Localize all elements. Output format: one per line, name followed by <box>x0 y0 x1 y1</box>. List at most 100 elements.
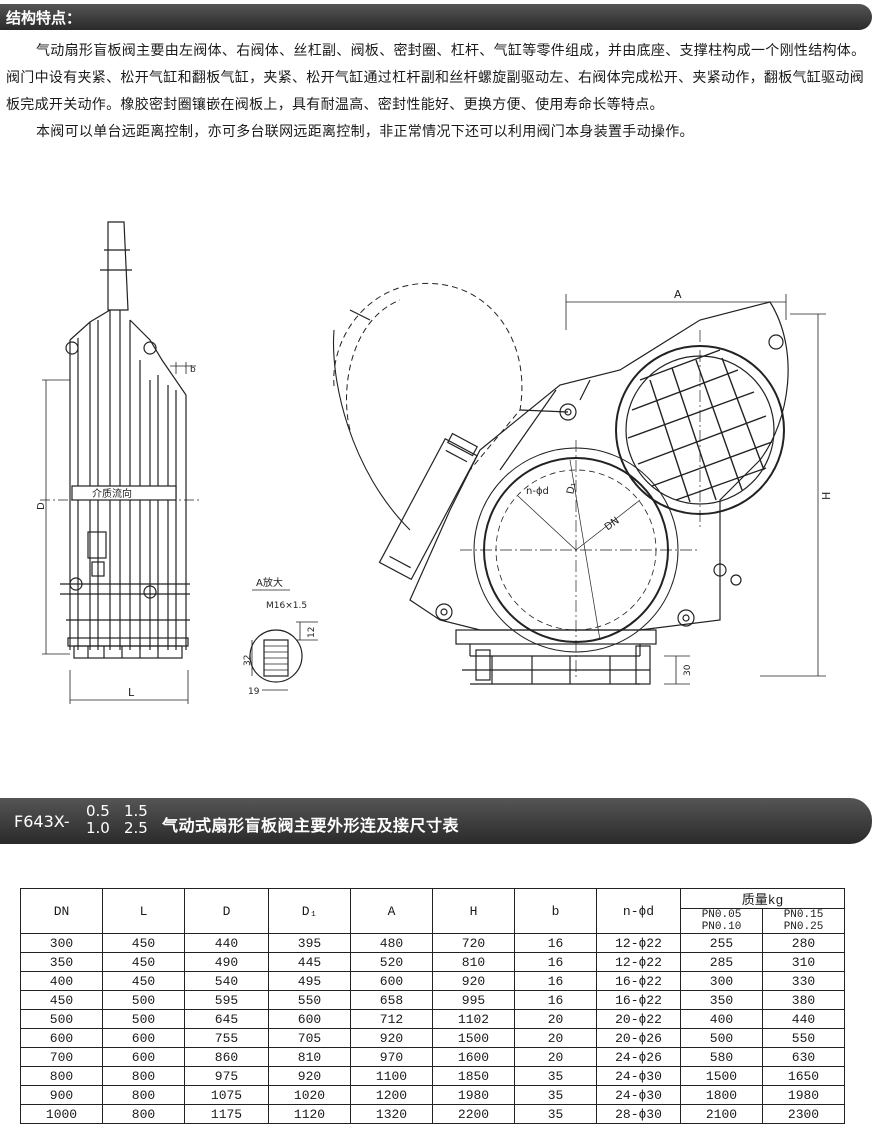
table-cell: 1650 <box>762 1066 845 1086</box>
dim-32: 32 <box>243 655 253 666</box>
header-a: A <box>350 888 433 934</box>
table-cell: 350 <box>20 952 103 972</box>
table-cell: 500 <box>680 1028 763 1048</box>
dimension-table: DN L D D₁ A H b n-ϕd 质量kg PN0.05 PN0.10 … <box>20 888 845 1124</box>
table-cell: 1600 <box>432 1047 515 1067</box>
table-cell: 2200 <box>432 1104 515 1124</box>
table-cell: 1200 <box>350 1085 433 1105</box>
table-cell: 1120 <box>268 1104 351 1124</box>
table-cell: 600 <box>102 1028 185 1048</box>
table-cell: 450 <box>102 952 185 972</box>
header-dn: DN <box>20 888 103 934</box>
table-cell: 20-ϕ26 <box>596 1028 681 1048</box>
table-cell: 970 <box>350 1047 433 1067</box>
table-cell: 712 <box>350 1009 433 1029</box>
table-cell: 450 <box>102 933 185 953</box>
detail-a-label: A放大 <box>256 576 283 589</box>
table-cell: 285 <box>680 952 763 972</box>
flow-direction-label: 介质流向 <box>92 487 132 500</box>
table-cell: 395 <box>268 933 351 953</box>
pressure-class-4: 2.5 <box>124 819 148 837</box>
table-cell: 16-ϕ22 <box>596 990 681 1010</box>
table-cell: 400 <box>680 1009 763 1029</box>
table-cell: 445 <box>268 952 351 972</box>
table-cell: 24-ϕ30 <box>596 1085 681 1105</box>
table-cell: 995 <box>432 990 515 1010</box>
dim-A: A <box>674 288 682 301</box>
table-cell: 16-ϕ22 <box>596 971 681 991</box>
table-cell: 440 <box>762 1009 845 1029</box>
table-cell: 1000 <box>20 1104 103 1124</box>
header-h: H <box>432 888 515 934</box>
table-cell: 35 <box>514 1085 597 1105</box>
table-cell: 12-ϕ22 <box>596 952 681 972</box>
table-cell: 975 <box>184 1066 269 1086</box>
dimension-table-container: DN L D D₁ A H b n-ϕd 质量kg PN0.05 PN0.10 … <box>20 888 845 1124</box>
dim-n-phi-d: n-ϕd <box>526 486 549 497</box>
table-section-title: 气动式扇形盲板阀主要外形连及接尺寸表 <box>162 816 460 835</box>
table-cell: 28-ϕ30 <box>596 1104 681 1124</box>
table-cell: 600 <box>20 1028 103 1048</box>
dim-L: L <box>128 686 135 699</box>
header-n-phi-d: n-ϕd <box>596 888 681 934</box>
table-cell: 800 <box>102 1085 185 1105</box>
section-title-features: 结构特点： <box>6 9 82 27</box>
table-cell: 580 <box>680 1047 763 1067</box>
detail-a-view: A放大 M16×1.5 12 32 19 <box>243 576 318 697</box>
table-cell: 2100 <box>680 1104 763 1124</box>
table-cell: 1500 <box>432 1028 515 1048</box>
table-cell: 810 <box>432 952 515 972</box>
model-number: F643X- <box>14 812 70 831</box>
table-cell: 500 <box>102 1009 185 1029</box>
table-cell: 16 <box>514 933 597 953</box>
header-d: D <box>184 888 269 934</box>
table-cell: 440 <box>184 933 269 953</box>
table-cell: 1500 <box>680 1066 763 1086</box>
dim-H: H <box>820 492 833 500</box>
table-cell: 380 <box>762 990 845 1010</box>
table-cell: 630 <box>762 1047 845 1067</box>
table-cell: 540 <box>184 971 269 991</box>
dim-DN: DN <box>603 515 622 533</box>
header-l: L <box>102 888 185 934</box>
table-cell: 20 <box>514 1047 597 1067</box>
header-mass: 质量kg <box>680 888 845 909</box>
table-cell: 645 <box>184 1009 269 1029</box>
table-cell: 1102 <box>432 1009 515 1029</box>
table-cell: 300 <box>680 971 763 991</box>
table-cell: 600 <box>268 1009 351 1029</box>
table-cell: 16 <box>514 971 597 991</box>
pressure-class-2: 1.5 <box>124 802 148 820</box>
table-cell: 520 <box>350 952 433 972</box>
table-cell: 920 <box>350 1028 433 1048</box>
table-cell: 550 <box>268 990 351 1010</box>
table-cell: 800 <box>102 1066 185 1086</box>
section-header-dimension-table: F643X- 0.5 1.5 1.0 2.5 气动式扇形盲板阀主要外形连及接尺寸… <box>0 798 872 844</box>
table-cell: 900 <box>20 1085 103 1105</box>
table-cell: 810 <box>268 1047 351 1067</box>
table-cell: 550 <box>762 1028 845 1048</box>
table-cell: 860 <box>184 1047 269 1067</box>
front-view: n-ϕd D₁ DN A H 30 <box>332 282 833 685</box>
table-cell: 280 <box>762 933 845 953</box>
pressure-class-3: 1.0 <box>86 819 110 837</box>
table-cell: 35 <box>514 1066 597 1086</box>
dim-12: 12 <box>307 627 317 638</box>
table-cell: 1175 <box>184 1104 269 1124</box>
table-cell: 12-ϕ22 <box>596 933 681 953</box>
table-cell: 24-ϕ26 <box>596 1047 681 1067</box>
header-b: b <box>514 888 597 934</box>
dim-D: D <box>36 502 47 510</box>
table-cell: 920 <box>268 1066 351 1086</box>
table-cell: 310 <box>762 952 845 972</box>
